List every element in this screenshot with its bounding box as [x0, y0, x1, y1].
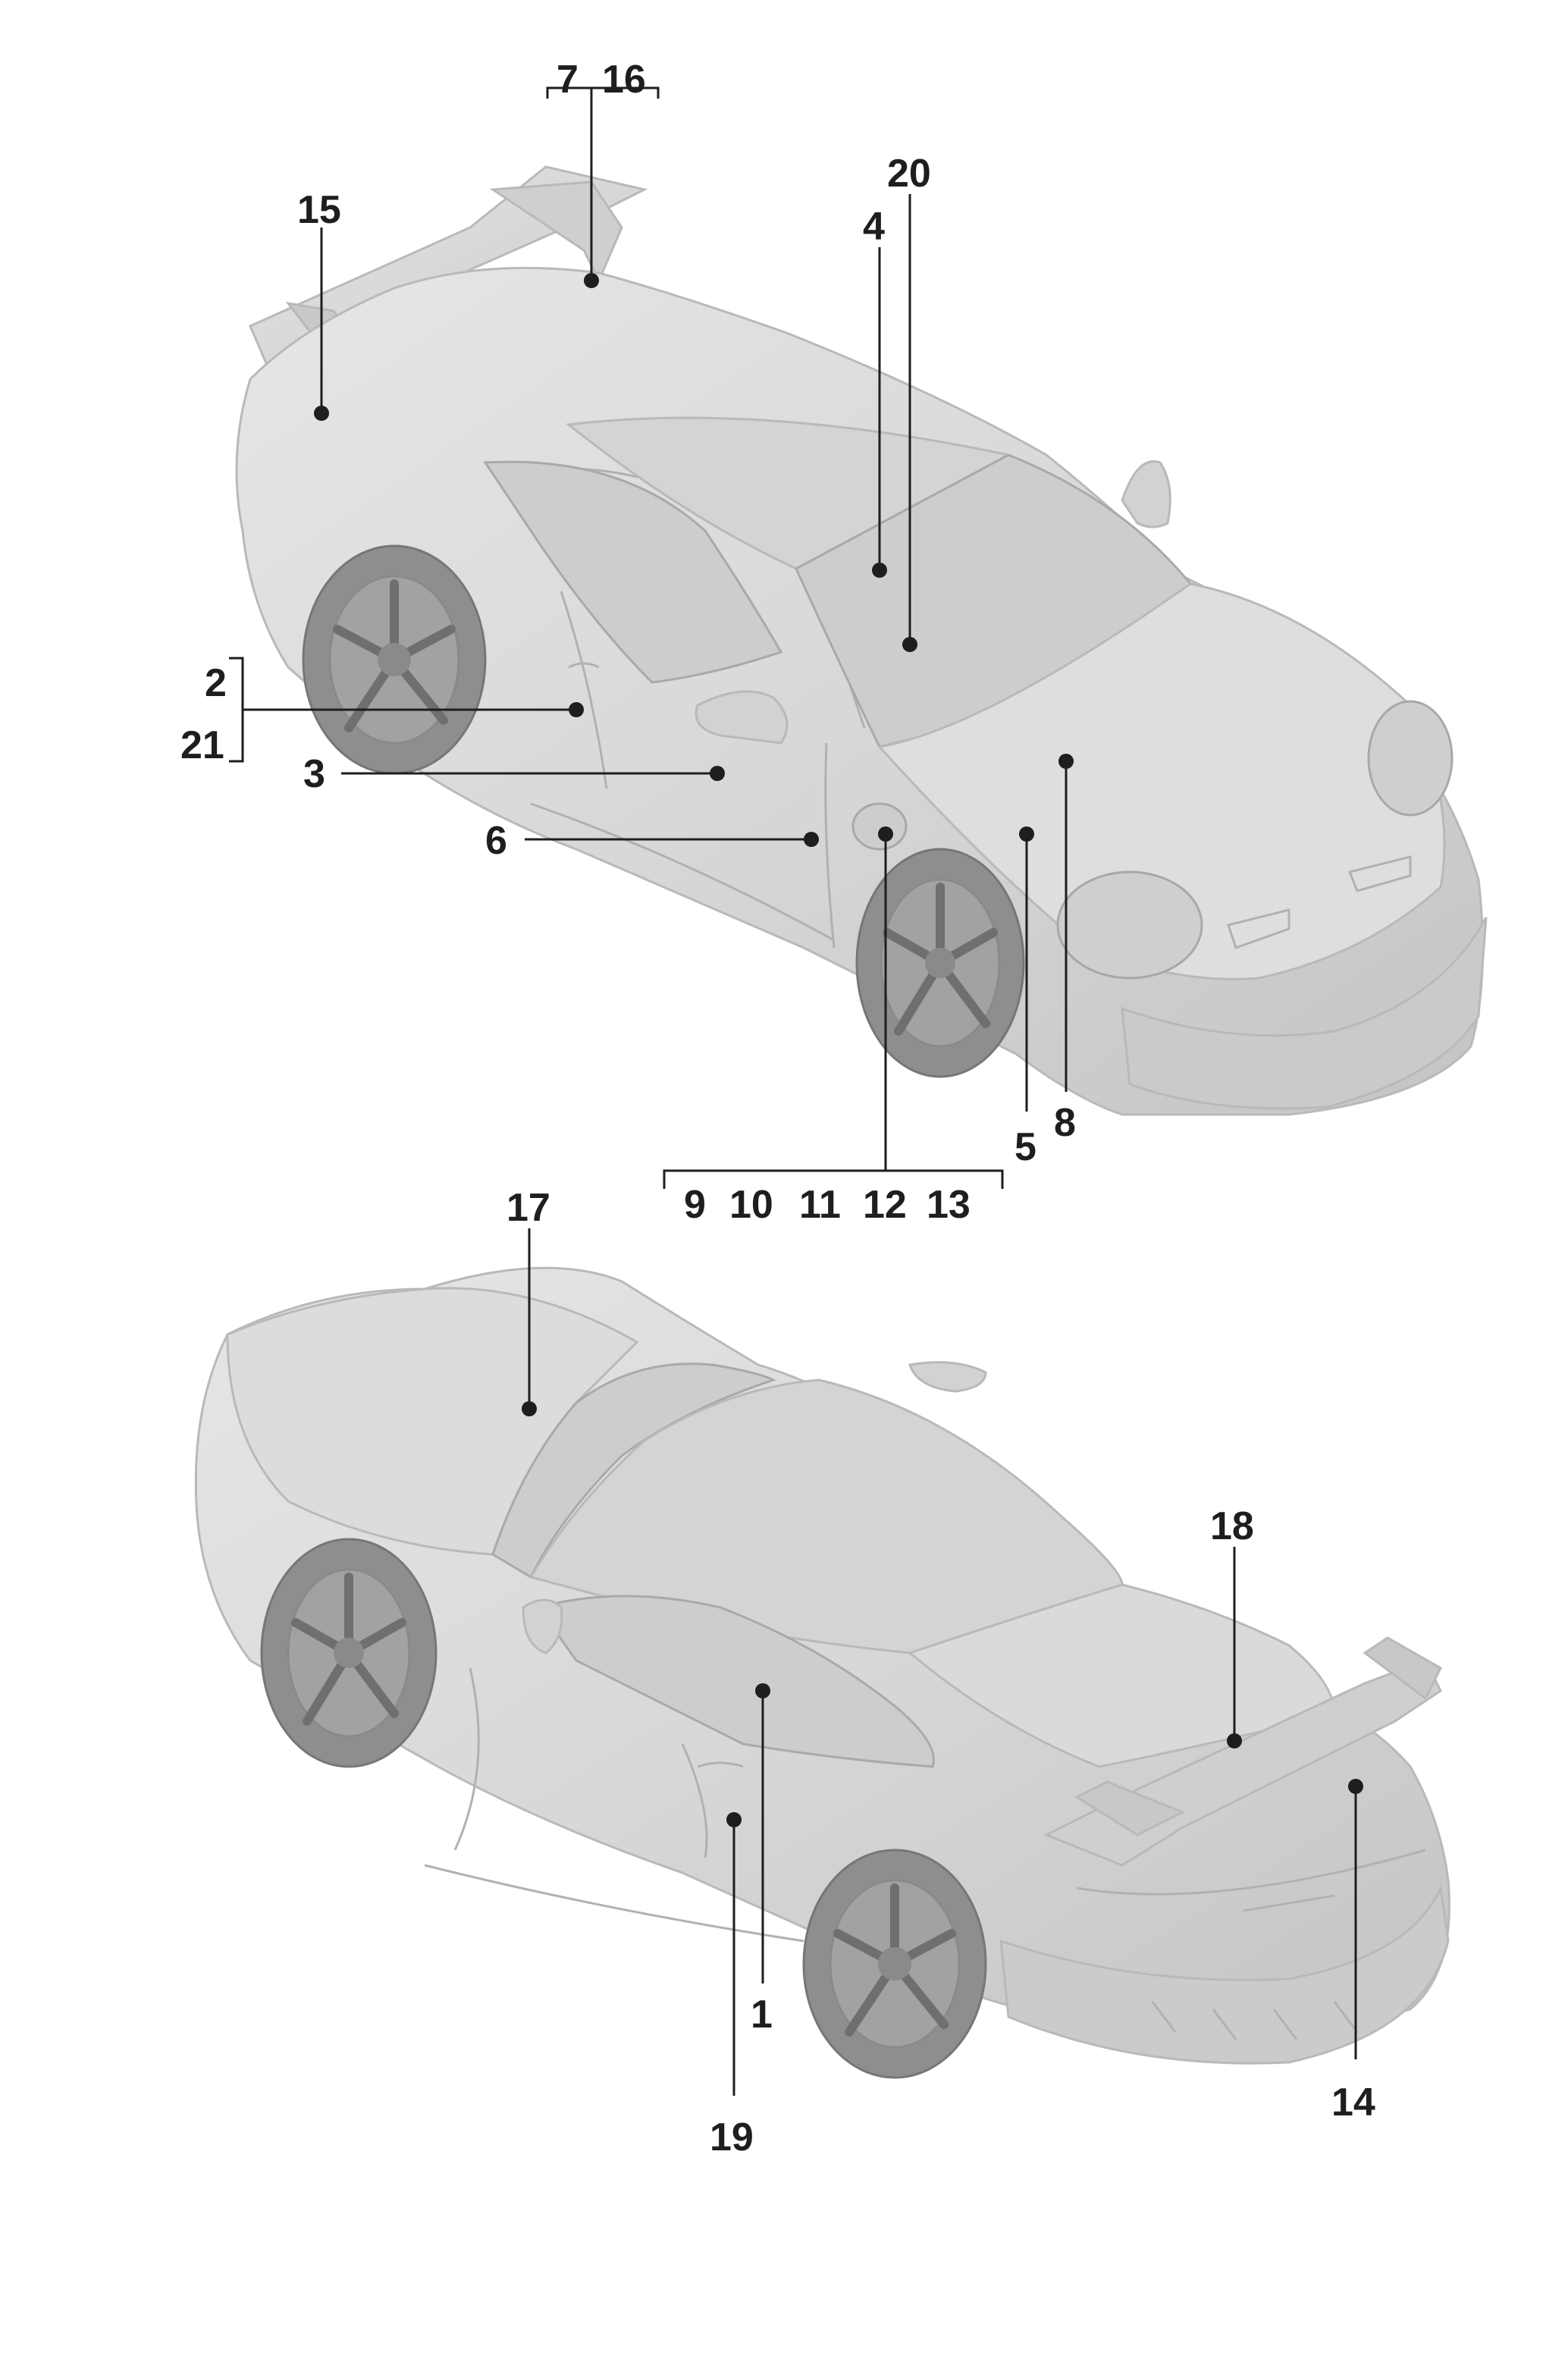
front-wheel-front-view	[855, 848, 1025, 1078]
callout-16: 16	[602, 58, 646, 102]
front-wheel-rear-view	[260, 1538, 437, 1768]
engine-cover	[907, 1583, 1336, 1768]
callout-7: 7	[557, 58, 579, 102]
callout-17: 17	[506, 1186, 550, 1230]
windscreen-rear-view	[491, 1363, 776, 1579]
side-window	[483, 460, 783, 684]
callout-1: 1	[751, 1993, 773, 2037]
callout-5: 5	[1014, 1125, 1036, 1169]
callout-13: 13	[927, 1183, 971, 1227]
door-mirror-right	[1121, 460, 1171, 528]
callout-6: 6	[485, 819, 507, 863]
callout-8: 8	[1054, 1101, 1076, 1145]
callout-15: 15	[297, 188, 341, 232]
callout-18: 18	[1210, 1504, 1254, 1548]
headlight-right	[1367, 700, 1454, 817]
headlight-left	[1056, 870, 1203, 980]
callout-10: 10	[729, 1183, 773, 1227]
door-mirror-front-view	[695, 690, 789, 745]
rear-wing-rear-view	[1043, 1636, 1442, 1867]
side-window-rear-view	[536, 1595, 935, 1768]
rear-wheel-front-view	[302, 544, 487, 775]
roof-rear-view	[528, 1378, 1124, 1654]
callout-12: 12	[863, 1183, 907, 1227]
callout-20: 20	[887, 152, 931, 196]
rear-bumper	[999, 1883, 1450, 2065]
callout-9: 9	[684, 1183, 706, 1227]
callout-14: 14	[1331, 2081, 1375, 2125]
door-mirror-rear-view	[522, 1598, 563, 1654]
callout-19: 19	[710, 2115, 754, 2159]
car-rear-view	[194, 1266, 1450, 2079]
front-bumper	[1121, 917, 1488, 1110]
callout-3: 3	[303, 752, 325, 796]
callout-leaders	[229, 86, 1363, 2096]
callout-21: 21	[180, 723, 224, 767]
car-front-view	[235, 165, 1488, 1116]
callout-2: 2	[205, 661, 227, 705]
roof-panel	[566, 416, 1012, 570]
callout-11: 11	[799, 1183, 841, 1227]
callout-numbers: 7 16 15 20 4 2 21 3 6 5 8 9 10 11 12 13 …	[180, 58, 1375, 2159]
rear-wheel-rear-view	[802, 1849, 987, 2079]
callout-4: 4	[863, 205, 885, 249]
